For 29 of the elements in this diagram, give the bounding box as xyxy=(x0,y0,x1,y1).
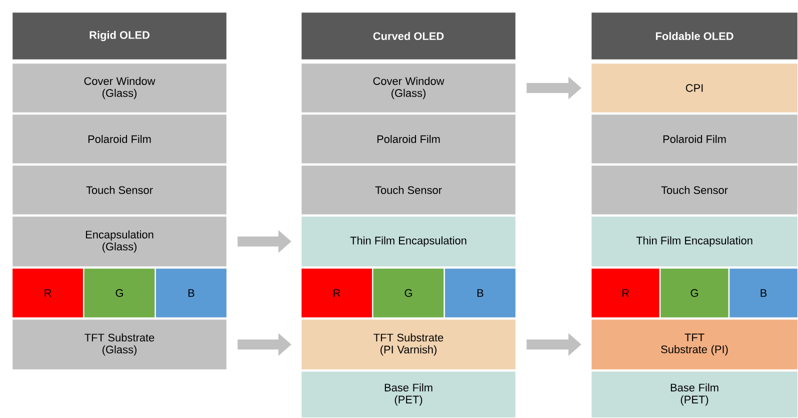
subpixel-cell: B xyxy=(444,267,517,319)
layer-box: Touch Sensor xyxy=(300,164,517,216)
layer-box: Base Film (PET) xyxy=(300,370,517,418)
layer-box: Cover Window (Glass) xyxy=(11,62,228,114)
layer-box: Touch Sensor xyxy=(11,164,228,216)
layer-box: Polaroid Film xyxy=(590,113,798,165)
layer-box: Touch Sensor xyxy=(590,164,798,216)
column-header: Curved OLED xyxy=(300,11,517,61)
subpixel-cell: G xyxy=(372,267,445,319)
subpixel-cell: R xyxy=(300,267,374,319)
layer-box: Polaroid Film xyxy=(300,113,517,165)
subpixel-cell: G xyxy=(659,267,730,319)
layer-box: Encapsulation (Glass) xyxy=(11,215,228,268)
subpixel-cell: G xyxy=(83,267,156,319)
layer-box: TFT Substrate (Glass) xyxy=(11,318,228,371)
subpixel-cell: B xyxy=(154,267,228,319)
layer-box: Cover Window (Glass) xyxy=(300,62,517,114)
column-header: Foldable OLED xyxy=(590,11,798,61)
column-header: Rigid OLED xyxy=(11,11,228,61)
layer-box: TFT Substrate (PI) xyxy=(590,318,798,371)
layer-box: Thin Film Encapsulation xyxy=(590,215,798,268)
layer-box: TFT Substrate (PI Varnish) xyxy=(300,318,517,371)
layer-box: Thin Film Encapsulation xyxy=(300,215,517,268)
layer-box: Polaroid Film xyxy=(11,113,228,165)
subpixel-cell: R xyxy=(590,267,661,319)
layer-box: CPI xyxy=(590,62,798,114)
layer-box: Base Film (PET) xyxy=(590,370,798,418)
subpixel-cell: R xyxy=(11,267,84,319)
subpixel-cell: B xyxy=(728,267,798,319)
